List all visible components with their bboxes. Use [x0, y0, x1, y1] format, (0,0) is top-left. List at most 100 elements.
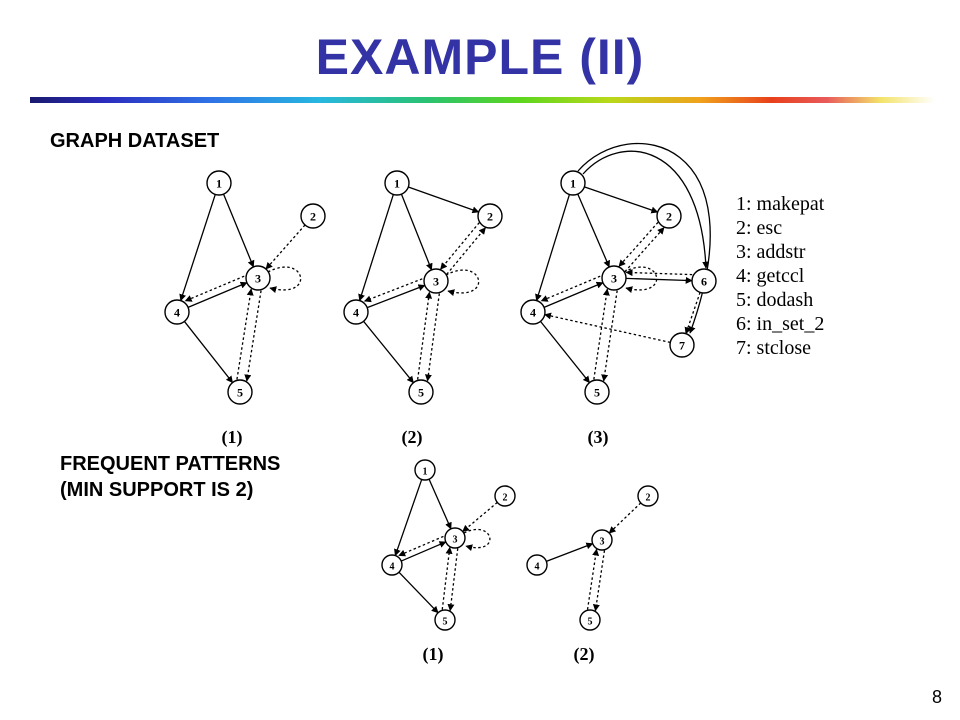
g3-edge-4-3	[543, 281, 604, 308]
g2-edge-3-4	[364, 278, 423, 303]
p1-node-2-label: 2	[503, 493, 508, 504]
g2-node-5-circle	[408, 379, 434, 405]
g2-node-3-circle	[423, 268, 449, 294]
g2-node-5-label: 5	[418, 386, 424, 400]
g2-self-loop-3	[445, 269, 480, 296]
g1-node-3: 3	[245, 265, 271, 291]
g3-edge-4-5	[539, 320, 591, 384]
g3-edge-2-3	[618, 221, 659, 267]
p1-node-1: 1	[414, 459, 436, 481]
g1-node-2-label: 2	[310, 210, 316, 224]
p1-node-4-label: 4	[390, 562, 395, 573]
g3-edge-1-4	[535, 194, 571, 302]
g2-edge-1-4	[358, 194, 394, 302]
g3-node-2-circle	[656, 203, 682, 229]
p1-edge-4-5	[398, 571, 439, 614]
g2-node-1: 1	[384, 170, 410, 196]
g1-edge-1-3	[222, 193, 255, 268]
frequent-patterns-heading: FREQUENT PATTERNS (MIN SUPPORT IS 2)	[60, 451, 280, 503]
g3-node-4-circle	[520, 299, 546, 325]
g3-edge-1-2	[584, 186, 659, 214]
g3-node-7: 7	[669, 332, 695, 358]
p2-node-2-label: 2	[646, 493, 651, 504]
p2-node-5-label: 5	[588, 617, 593, 628]
g2-node-3: 3	[423, 268, 449, 294]
function-legend: 1: makepat 2: esc 3: addstr 4: getccl 5:…	[736, 192, 824, 360]
dataset-caption-2: (2)	[402, 427, 423, 448]
g1-node-3-circle	[245, 265, 271, 291]
g3-node-7-label: 7	[679, 339, 685, 353]
p1-edge-3-5	[447, 548, 459, 612]
g2-node-4: 4	[343, 299, 369, 325]
g2-edge-3-2	[446, 227, 486, 275]
g3-edge-1-6	[582, 150, 710, 269]
g2-node-5: 5	[408, 379, 434, 405]
p2-node-2-circle	[637, 485, 659, 507]
g2-edge-4-3	[366, 284, 426, 309]
p1-node-5-label: 5	[443, 617, 448, 628]
g3-node-6: 6	[691, 268, 717, 294]
p1-node-1-label: 1	[423, 467, 428, 478]
g3-edge-6-3	[625, 269, 693, 277]
g2-node-2-circle	[477, 203, 503, 229]
g3-node-2: 2	[656, 203, 682, 229]
p1-node-2: 2	[494, 485, 516, 507]
p1-node-5-circle	[434, 609, 456, 631]
edge-layer	[179, 142, 711, 614]
legend-item-6: 6: in_set_2	[736, 313, 825, 335]
title-divider	[30, 97, 935, 103]
p1-node-2-circle	[494, 485, 516, 507]
g3-edge-6-7	[684, 292, 701, 335]
g2-node-2-label: 2	[487, 210, 493, 224]
g1-edge-3-5	[244, 290, 262, 382]
g1-node-5-label: 5	[237, 386, 243, 400]
p2-edge-3-5	[592, 550, 606, 612]
p2-node-3-label: 3	[600, 537, 605, 548]
g3-node-7-circle	[669, 332, 695, 358]
g1-node-3-label: 3	[255, 272, 261, 286]
pattern-caption-2: (2)	[574, 644, 595, 665]
g3-edge-7-4	[544, 312, 671, 344]
legend-item-1: 1: makepat	[736, 193, 825, 215]
p2-node-5-circle	[579, 609, 601, 631]
p2-edge-4-3	[546, 542, 594, 563]
g2-node-3-label: 3	[433, 275, 439, 289]
g1-edge-2-3	[265, 224, 306, 270]
g1-node-5-circle	[227, 379, 253, 405]
g3-edge-5-3	[593, 288, 610, 380]
p2-node-2: 2	[637, 485, 659, 507]
graph-dataset-heading: GRAPH DATASET	[50, 130, 220, 152]
p2-node-3: 3	[591, 529, 613, 551]
g1-node-4-circle	[164, 299, 190, 325]
pattern-caption-1: (1)	[423, 644, 444, 665]
p2-node-4: 4	[526, 554, 548, 576]
g1-node-5: 5	[227, 379, 253, 405]
legend-item-3: 3: addstr	[736, 241, 806, 263]
g3-node-6-circle	[691, 268, 717, 294]
g1-node-2: 2	[300, 203, 326, 229]
g1-node-1: 1	[206, 170, 232, 196]
p2-node-4-circle	[526, 554, 548, 576]
g1-self-loop-3	[267, 266, 302, 293]
g1-edge-1-4	[179, 194, 216, 302]
g3-edge-3-2	[624, 227, 665, 273]
frequent-patterns-heading-line2: (MIN SUPPORT IS 2)	[60, 479, 254, 501]
g3-node-1-circle	[560, 170, 586, 196]
p2-node-3-circle	[591, 529, 613, 551]
g2-edge-2-3	[440, 222, 480, 270]
g3-node-3-label: 3	[611, 272, 617, 286]
g3-node-1: 1	[560, 170, 586, 196]
g3-edge-3-4	[540, 275, 601, 302]
p1-node-4: 4	[381, 554, 403, 576]
g3-node-3: 3	[601, 265, 627, 291]
g1-node-1-label: 1	[216, 177, 222, 191]
g3-node-4: 4	[520, 299, 546, 325]
g3-node-5-label: 5	[594, 386, 600, 400]
g2-edge-1-3	[400, 193, 433, 271]
g1-node-4-label: 4	[174, 306, 180, 320]
dataset-caption-3: (3)	[588, 427, 609, 448]
g3-edge-3-5	[601, 290, 618, 382]
p2-edge-2-3	[608, 502, 642, 534]
p1-node-4-circle	[381, 554, 403, 576]
